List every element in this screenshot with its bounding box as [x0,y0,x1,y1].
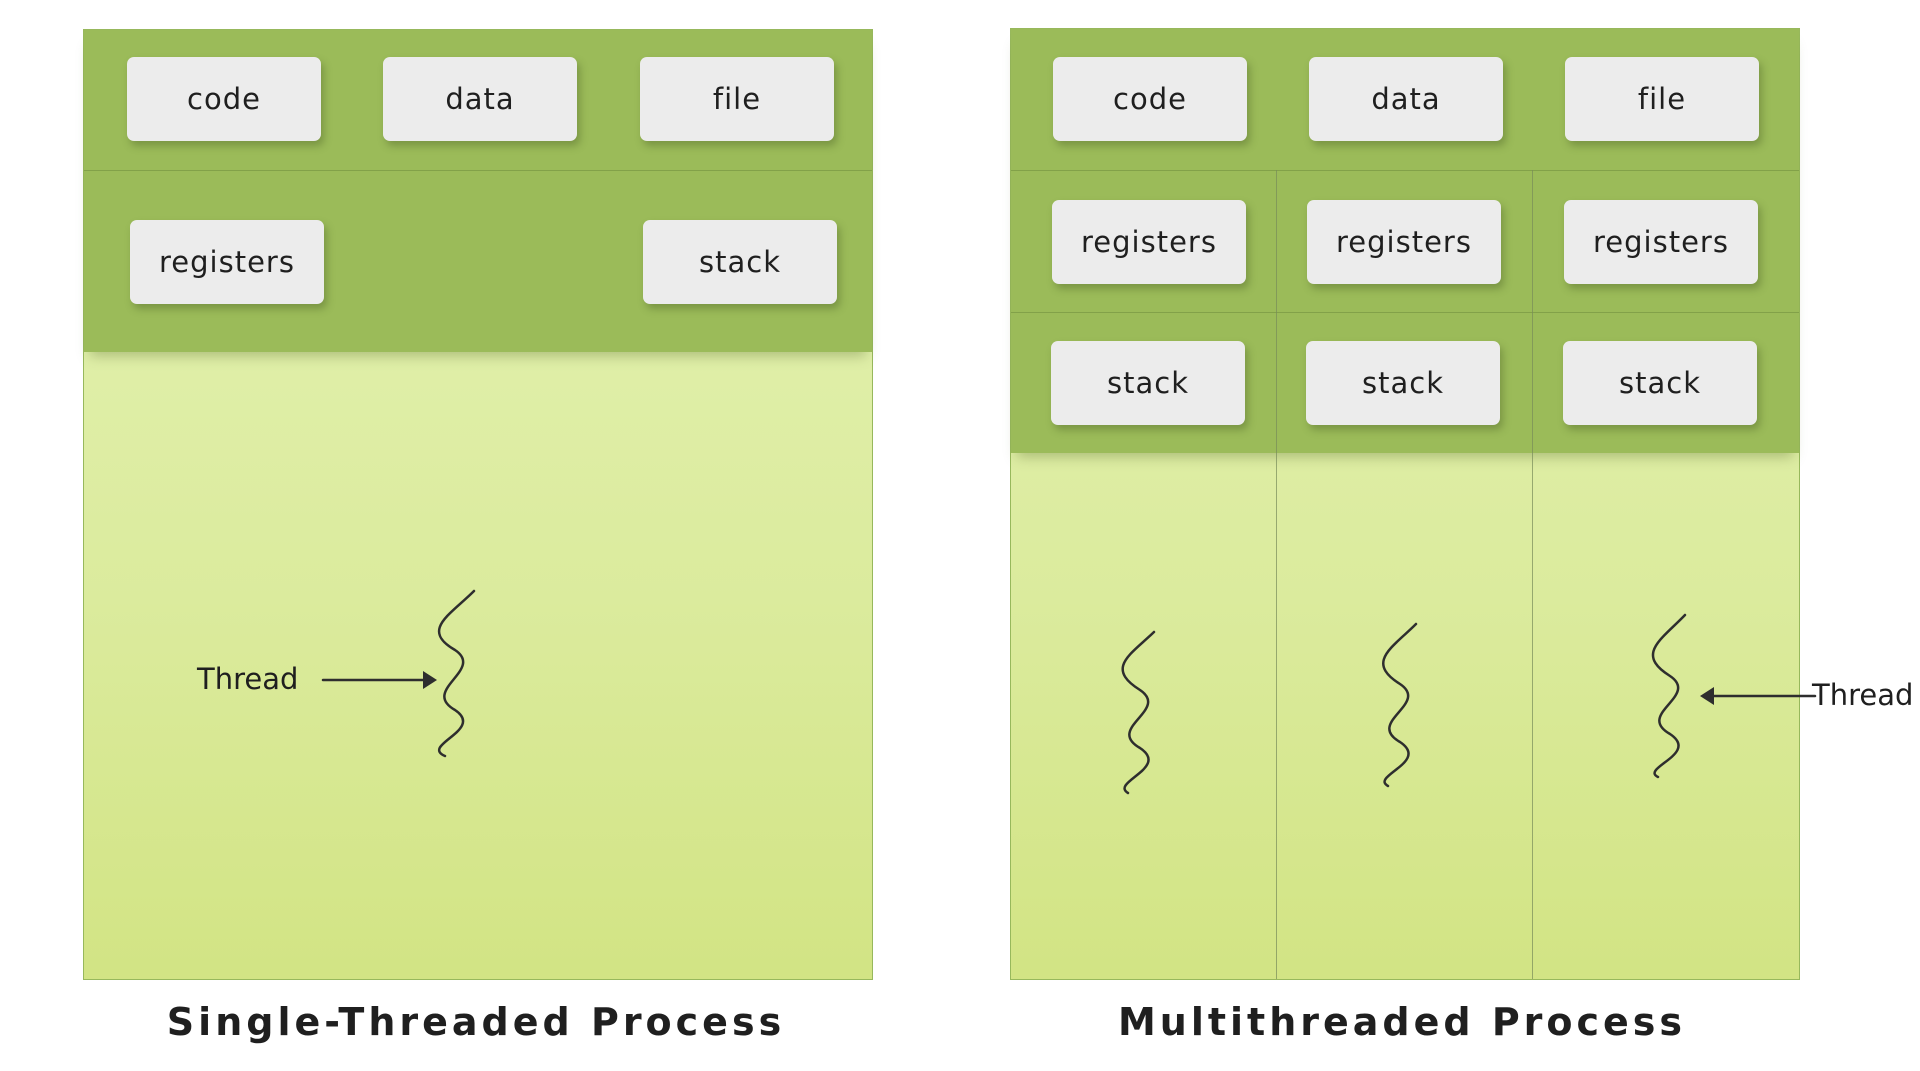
multi-registers-box-1: registers [1052,200,1246,284]
thread-squiggle-icon [1651,613,1687,779]
thread-squiggle-icon [1121,630,1156,795]
single-stack-box: stack [643,220,837,304]
multi-stack-box-1: stack [1051,341,1245,425]
multi-thread-label: Thread [1812,678,1914,712]
single-threaded-caption: Single-Threaded Process [166,1000,786,1044]
single-thread-label: Thread [197,662,299,696]
multi-registers-box-2: registers [1307,200,1501,284]
single-registers-box: registers [130,220,324,304]
multi-file-box: file [1565,57,1759,141]
single-data-box: data [383,57,577,141]
single-code-box: code [127,57,321,141]
multi-registers-box-3: registers [1564,200,1758,284]
arrow-icon [423,671,437,689]
multithreaded-caption: Multithreaded Process [1117,1000,1687,1044]
multi-column-divider-1 [1276,170,1277,979]
thread-squiggle-icon [437,589,476,758]
arrow-icon [1700,687,1714,705]
multi-stack-box-2: stack [1306,341,1500,425]
multi-data-box: data [1309,57,1503,141]
single-band-divider [84,170,872,171]
single-file-box: file [640,57,834,141]
thread-squiggle-icon [1382,622,1418,788]
multi-code-box: code [1053,57,1247,141]
multi-stack-box-3: stack [1563,341,1757,425]
multi-band-divider-2 [1011,312,1799,313]
multi-band-divider-1 [1011,170,1799,171]
multi-column-divider-2 [1532,170,1533,979]
